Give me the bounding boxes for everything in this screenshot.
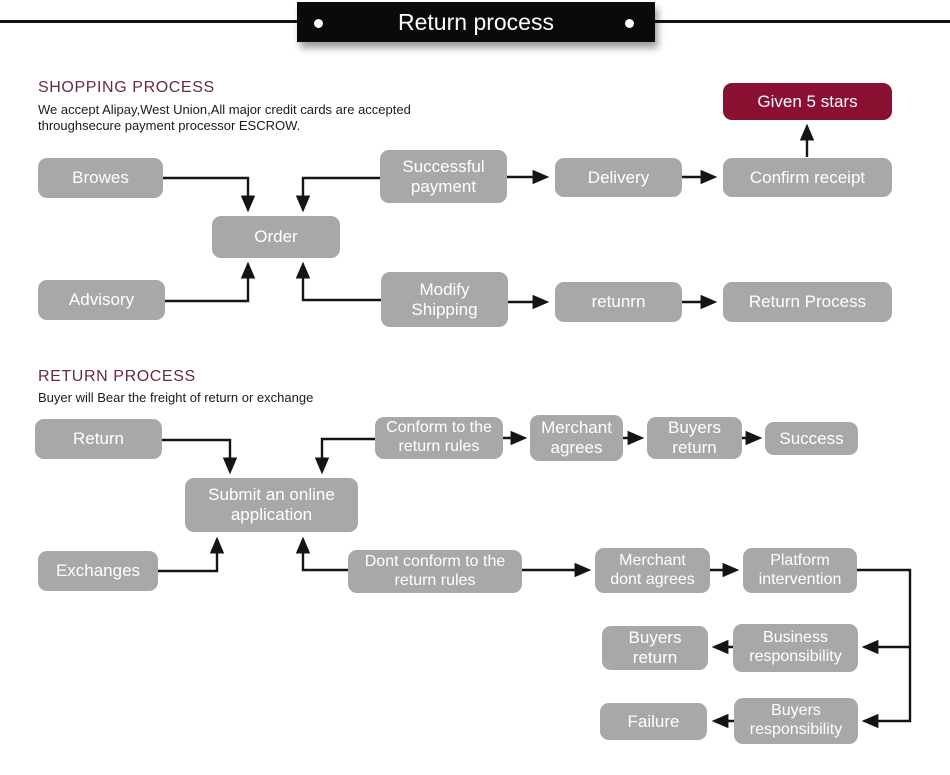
- node-buyers-responsibility: Buyers responsibility: [734, 698, 858, 744]
- edge-dont_conform-submit_application: [295, 536, 348, 572]
- node-successful-payment: Successful payment: [380, 150, 507, 203]
- left-dot-icon: [314, 19, 323, 28]
- edge-successful_payment-order: [295, 176, 380, 213]
- node-retunrn: retunrn: [555, 282, 682, 322]
- node-success: Success: [765, 422, 858, 455]
- edge-platform_intervention-buyers_responsibility: [857, 568, 912, 729]
- node-business-responsibility: Business responsibility: [733, 624, 858, 672]
- node-return: Return: [35, 419, 162, 459]
- node-buyers-return-2: Buyers return: [602, 626, 708, 670]
- node-submit-application: Submit an online application: [185, 478, 358, 532]
- shopping-subtitle-line2: throughsecure payment processor ESCROW.: [38, 118, 301, 134]
- edge-advisory-order: [165, 261, 256, 303]
- node-modify-shipping: Modify Shipping: [381, 272, 508, 327]
- node-order: Order: [212, 216, 340, 258]
- node-merchant-agrees: Merchant agrees: [530, 415, 623, 461]
- node-return-process: Return Process: [723, 282, 892, 322]
- node-given-5-stars: Given 5 stars: [723, 83, 892, 120]
- node-conform-rules: Conform to the return rules: [375, 417, 503, 459]
- edge-return-submit_application: [162, 438, 238, 475]
- node-exchanges: Exchanges: [38, 551, 158, 591]
- page-title: Return process: [398, 8, 554, 35]
- node-delivery: Delivery: [555, 158, 682, 197]
- title-bar: Return process: [297, 2, 655, 42]
- shopping-process-heading: SHOPPING PROCESS: [38, 79, 215, 96]
- node-platform-intervention: Platform intervention: [743, 548, 857, 593]
- edge-browes-order: [163, 176, 256, 213]
- return-process-subtitle: Buyer will Bear the freight of return or…: [38, 390, 314, 405]
- return-process-heading: RETURN PROCESS: [38, 368, 196, 385]
- shopping-subtitle-line1: We accept Alipay,West Union,All major cr…: [38, 102, 411, 117]
- shopping-process-subtitle: We accept Alipay,West Union,All major cr…: [38, 102, 411, 135]
- node-advisory: Advisory: [38, 280, 165, 320]
- edge-conform_rules-submit_application: [314, 437, 375, 475]
- node-buyers-return-1: Buyers return: [647, 417, 742, 459]
- node-confirm-receipt: Confirm receipt: [723, 158, 892, 197]
- node-browes: Browes: [38, 158, 163, 198]
- edge-exchanges-submit_application: [158, 536, 225, 573]
- right-dot-icon: [625, 19, 634, 28]
- node-dont-conform: Dont conform to the return rules: [348, 550, 522, 593]
- node-merchant-dont-agrees: Merchant dont agrees: [595, 548, 710, 593]
- edge-modify_shipping-order: [295, 261, 381, 302]
- node-failure: Failure: [600, 703, 707, 740]
